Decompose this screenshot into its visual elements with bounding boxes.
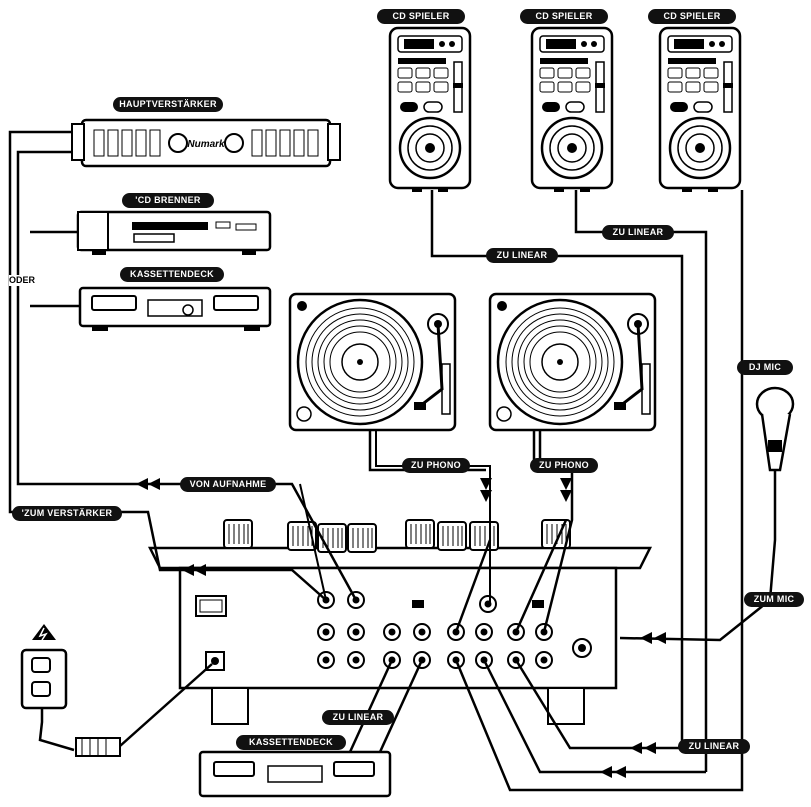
cd-player-1 bbox=[388, 26, 472, 194]
dj-mic-label: DJ MIC bbox=[737, 360, 793, 375]
cd-player-2 bbox=[530, 26, 614, 194]
zu-linear-label-4: ZU LINEAR bbox=[678, 739, 750, 754]
zu-phono-label-1: ZU PHONO bbox=[402, 458, 470, 473]
zu-linear-label-3: ZU LINEAR bbox=[322, 710, 394, 725]
tape-deck-bottom bbox=[198, 750, 392, 798]
cd-burner bbox=[76, 210, 272, 255]
zum-mic-label: ZUM MIC bbox=[744, 592, 804, 607]
zu-linear-label-1: ZU LINEAR bbox=[486, 248, 558, 263]
tape-deck-bottom-label: KASSETTENDECK bbox=[236, 735, 346, 750]
zu-phono-label-2: ZU PHONO bbox=[530, 458, 598, 473]
cd-player-2-label: CD SPIELER bbox=[520, 9, 608, 24]
von-aufnahme-label: VON AUFNAHME bbox=[180, 477, 276, 492]
cd-player-1-label: CD SPIELER bbox=[377, 9, 465, 24]
main-amplifier: Numark bbox=[71, 118, 341, 168]
cd-burner-label: 'CD BRENNER bbox=[122, 193, 214, 208]
power-outlet bbox=[20, 624, 213, 757]
zum-verstaerker-label: 'ZUM VERSTÄRKER bbox=[12, 506, 122, 521]
cd-player-3 bbox=[658, 26, 742, 194]
mixer bbox=[147, 519, 653, 725]
arrowheads bbox=[136, 478, 666, 778]
cd-player-3-label: CD SPIELER bbox=[648, 9, 736, 24]
zu-linear-label-2: ZU LINEAR bbox=[602, 225, 674, 240]
main-amp-label: HAUPTVERSTÄRKER bbox=[113, 97, 223, 112]
tape-deck-top bbox=[78, 286, 272, 331]
oder-label: ODER bbox=[9, 275, 36, 286]
tape-deck-label: KASSETTENDECK bbox=[120, 267, 224, 282]
amp-brand: Numark bbox=[187, 139, 225, 150]
turntable-2 bbox=[488, 292, 657, 432]
turntable-1 bbox=[288, 292, 457, 432]
